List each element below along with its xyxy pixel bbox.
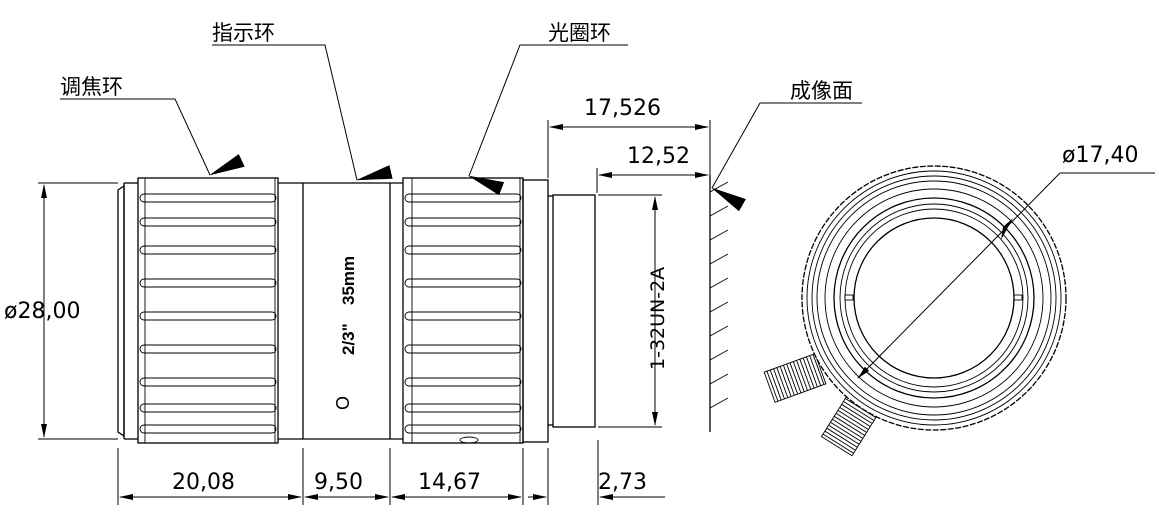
knurl-line (839, 407, 871, 427)
format-engraving: 2/3" (339, 323, 358, 355)
knurl-line (826, 427, 858, 448)
knurl-line (766, 371, 779, 402)
image-plane-label: 成像面 (790, 79, 853, 103)
ring-groove (404, 245, 522, 255)
knurl-line (833, 415, 865, 436)
knurl-line (841, 404, 873, 424)
hatch-line (709, 277, 729, 289)
lens-side-view: 35mm 2/3" O (117, 177, 596, 444)
callouts: 调焦环 指示环 光圈环 成像面 (60, 21, 862, 212)
ring-groove (139, 311, 277, 321)
knurl-line (786, 363, 799, 395)
outer-diameter-dim: ø28,00 (4, 299, 80, 324)
knurl-line (837, 409, 869, 430)
knurl-line (769, 369, 782, 401)
back-focus-dim: 12,52 (627, 144, 690, 169)
knurl-line (773, 368, 785, 400)
hatch-line (709, 373, 729, 385)
knurl-line (792, 361, 805, 392)
knurl-line (812, 354, 825, 385)
mount-length-dim: 2,73 (598, 470, 647, 495)
hatch-line (709, 349, 729, 361)
hatch-line (709, 253, 729, 265)
ring-groove (139, 278, 277, 288)
rear-diameter-dim: ø17,40 (1062, 143, 1138, 168)
knob (763, 353, 827, 403)
ring-groove (139, 344, 277, 354)
hatch-line (709, 301, 729, 313)
knurl-line (809, 355, 822, 386)
knurl-line (796, 360, 808, 391)
ring-groove (404, 377, 522, 387)
flange-back-dim: 17,526 (584, 96, 661, 121)
knurl-line (802, 357, 815, 389)
image-plane (709, 175, 729, 432)
hatch-line (709, 325, 729, 337)
ring-groove (404, 311, 522, 321)
ring-groove (404, 344, 522, 354)
iris-ring-label: 光圈环 (548, 21, 611, 45)
ring-groove (139, 403, 277, 413)
focus-ring-length-dim: 20,08 (172, 470, 235, 495)
knurl-line (776, 367, 789, 398)
ring-groove (404, 193, 522, 203)
knurl-line (779, 366, 792, 397)
ring-groove (404, 217, 522, 227)
ring-groove (404, 403, 522, 413)
knurl-line (830, 421, 862, 442)
knurl-line (828, 424, 860, 445)
knurl-line (799, 359, 812, 390)
dimensions: ø28,00 20,08 9,50 14,67 2,73 17,526 12,5… (4, 96, 711, 505)
knurl-line (843, 401, 875, 421)
thread-dim: 1-32UN-2A (647, 267, 669, 370)
knurl-line (789, 362, 802, 394)
hatch-line (709, 397, 729, 409)
index-ring-label: 指示环 (212, 21, 275, 45)
ring-groove (139, 377, 277, 387)
knurl-line (806, 356, 818, 388)
index-mark: O (333, 396, 353, 410)
index-ring-length-dim: 9,50 (314, 470, 363, 495)
ring-groove (404, 278, 522, 288)
ring-groove (139, 424, 277, 434)
focal-length-engraving: 35mm (339, 256, 358, 305)
iris-ring-length-dim: 14,67 (418, 470, 481, 495)
ring-groove (139, 193, 277, 203)
lens-rear-view: ø17,40 (763, 143, 1155, 457)
ring-groove (139, 245, 277, 255)
ring-groove (139, 217, 277, 227)
knurl-line (824, 430, 856, 451)
knurl-line (832, 418, 864, 439)
knurl-line (782, 365, 795, 396)
hatch-line (709, 229, 729, 241)
knurl-line (835, 412, 867, 433)
hatch-line (709, 205, 729, 217)
focus-ring-label: 调焦环 (60, 75, 123, 99)
ring-groove (404, 424, 522, 434)
focus-ring (137, 177, 279, 444)
mount-thread (552, 194, 596, 428)
knurl-line (822, 433, 854, 454)
